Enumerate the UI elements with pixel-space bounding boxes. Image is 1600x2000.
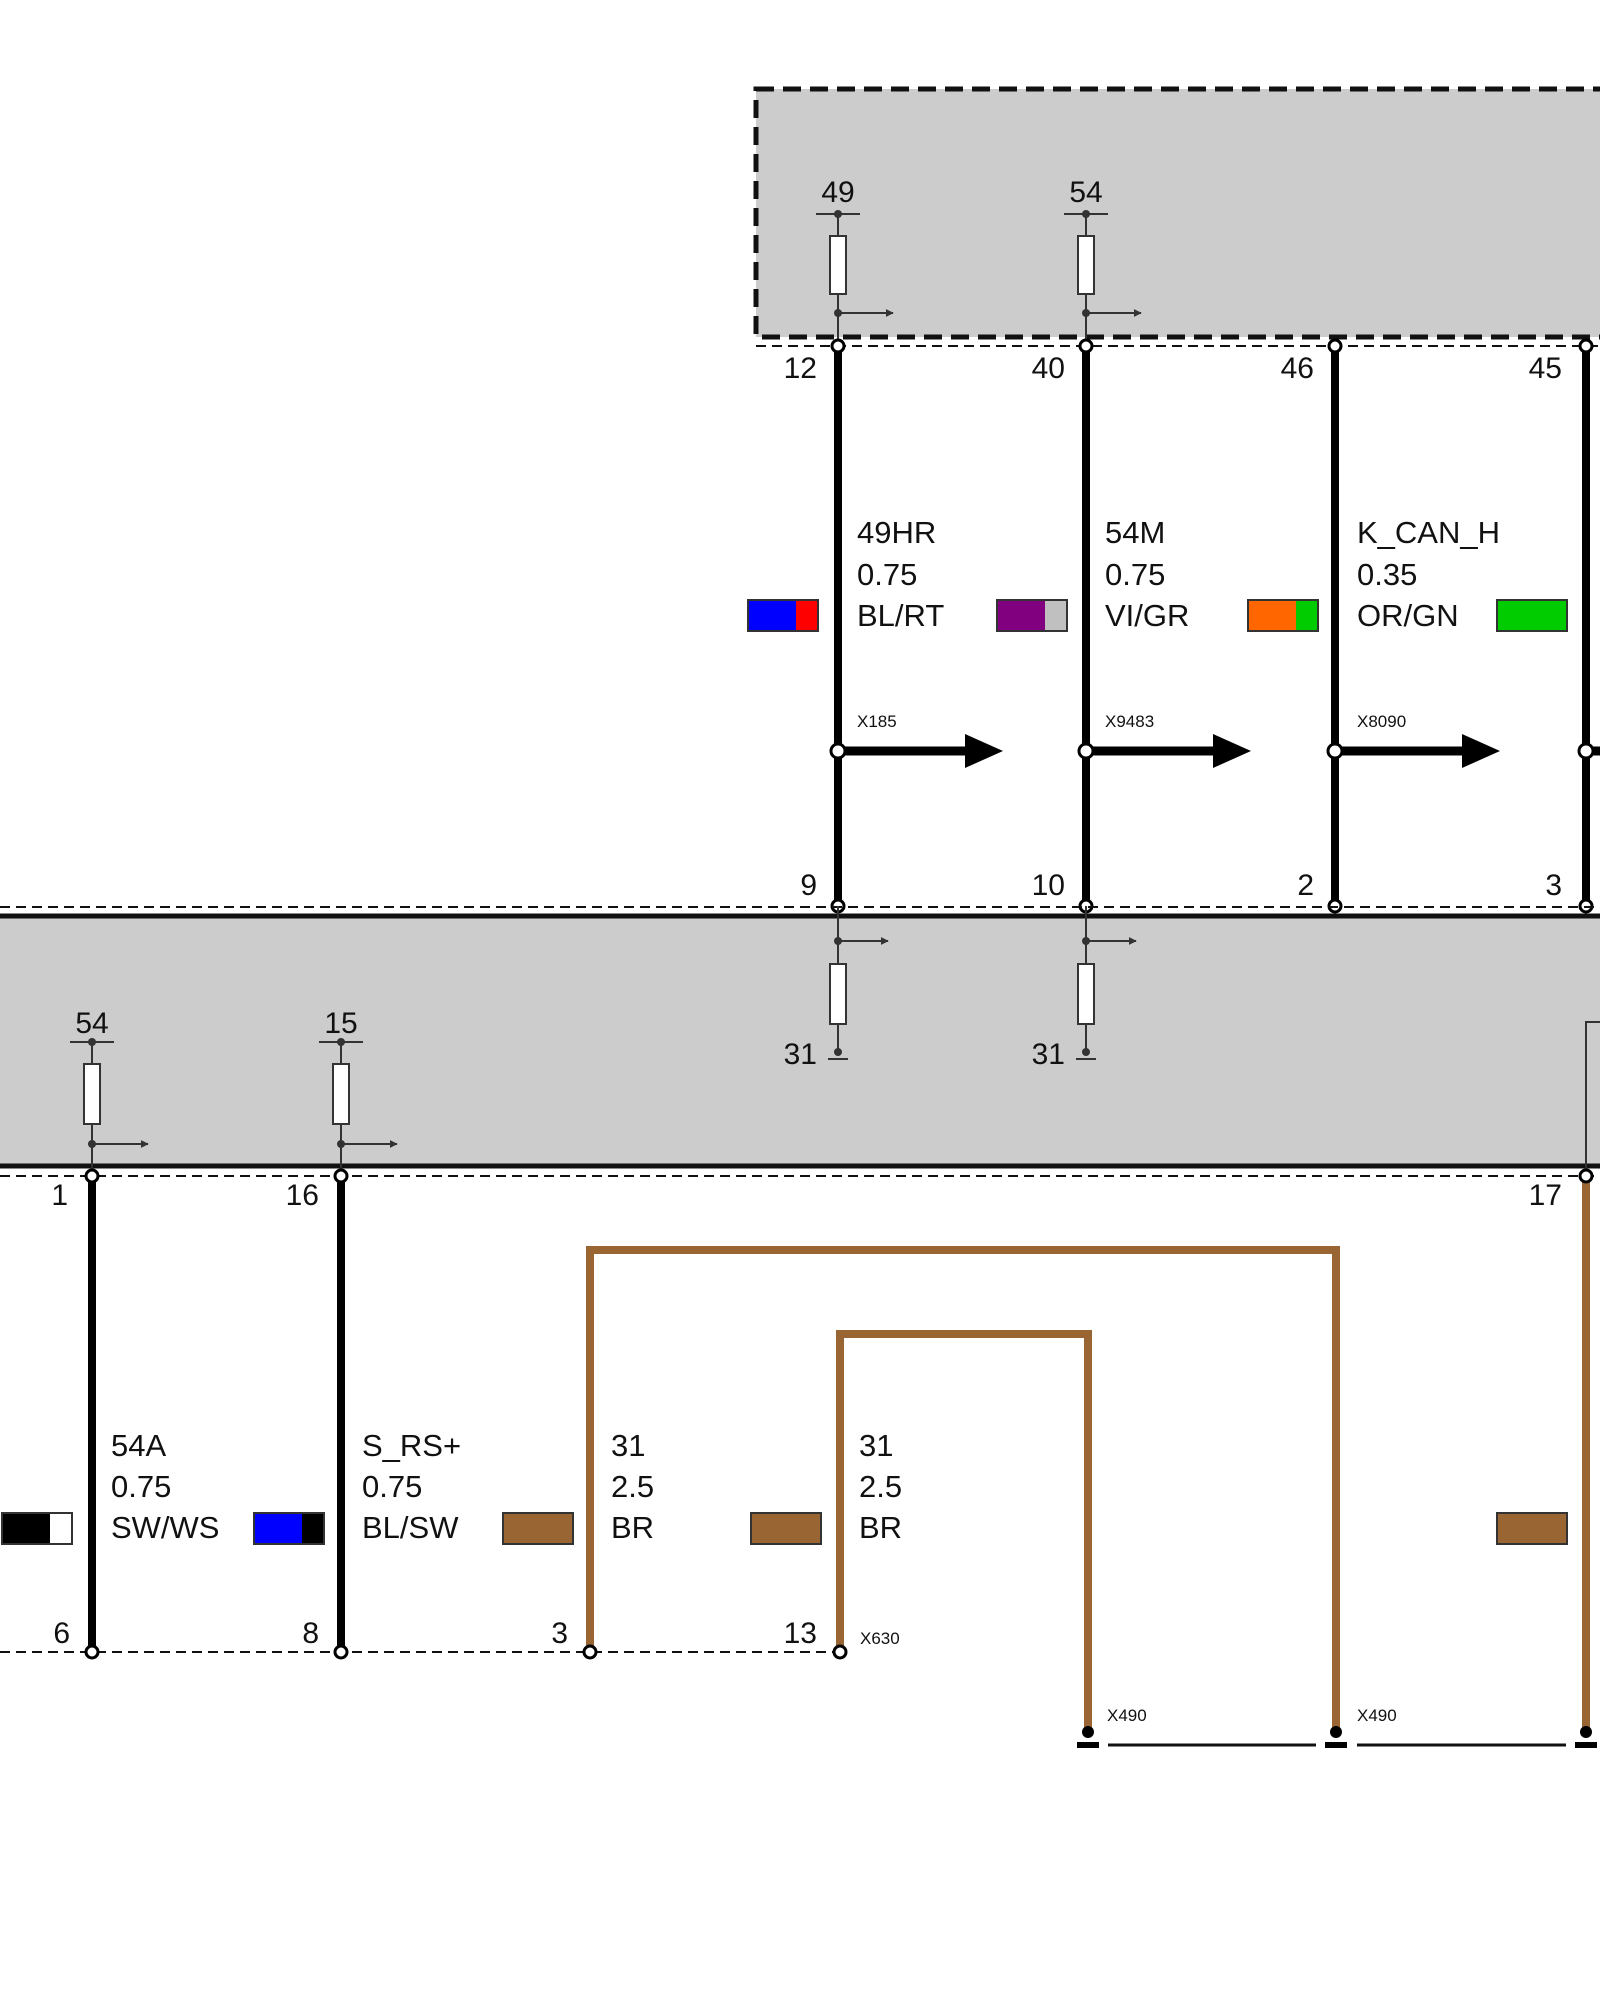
wire-name: 49HR [857, 515, 936, 550]
bottom-pin-label: 8 [302, 1617, 319, 1650]
wire-color-swatch [996, 599, 1068, 632]
wire-name: K_CAN_H [1357, 515, 1500, 550]
wire-color-code: VI/GR [1105, 598, 1189, 633]
lower-module-box [0, 913, 1600, 1169]
wire-name: 54A [111, 1428, 166, 1463]
ground-point-right-edge [1575, 1726, 1597, 1748]
wire-color-code: SW/WS [111, 1510, 220, 1545]
wire-color-code: BL/RT [857, 598, 944, 633]
lower-pin-label: 17 [1529, 1179, 1562, 1212]
connector-label: X9483 [1105, 712, 1154, 731]
lower-module: 31 31 54 15 [0, 906, 1600, 1212]
lower-wires: 54A 0.75 SW/WS 6 S_RS+ 0.75 BL/SW 8 [0, 1168, 1594, 1732]
bottom-pin-label: 13 [784, 1617, 817, 1650]
wire-color-swatch [502, 1512, 574, 1545]
upper-module-box [753, 86, 1600, 340]
connector-label: X490 [1107, 1706, 1147, 1725]
ground-point-x490: X490 [1077, 1706, 1147, 1748]
bottom-pin-label: 6 [53, 1617, 70, 1650]
wire-color-swatch [1, 1512, 73, 1545]
ground-points: X490 X490 [1077, 1706, 1597, 1748]
upper-pin-label: 45 [1529, 352, 1562, 385]
wire-31-inner[interactable]: 31 2.5 BR 13 X630 [750, 1330, 1092, 1732]
resistor-icon [83, 1063, 101, 1125]
wire-k-can-h[interactable]: K_CAN_H 0.35 OR/GN X8090 2 [1247, 338, 1500, 914]
connector-label: X8090 [1357, 712, 1406, 731]
wire-54m[interactable]: 54M 0.75 VI/GR X9483 10 [996, 338, 1251, 914]
resistor-icon [829, 963, 847, 1025]
bottom-pin-label: 10 [1032, 869, 1065, 902]
ground-point-x490: X490 [1325, 1706, 1397, 1748]
wire-color-code: BR [611, 1510, 654, 1545]
wire-name: 31 [611, 1428, 645, 1463]
resistor-icon [1077, 963, 1095, 1025]
wire-49hr[interactable]: 49HR 0.75 BL/RT X185 9 [747, 338, 1003, 914]
upper-pin-label: 40 [1032, 352, 1065, 385]
supply-terminal-label: 54 [75, 1007, 108, 1040]
wire-color-swatch [1496, 599, 1568, 632]
wire-color-swatch [750, 1512, 822, 1545]
wire-54a[interactable]: 54A 0.75 SW/WS 6 [1, 1168, 220, 1660]
upper-supply-49: 49 [816, 176, 894, 346]
resistor-icon [829, 235, 847, 295]
wire-color-swatch [1247, 599, 1319, 632]
upper-supply-54: 54 [1064, 176, 1142, 346]
supply-terminal-label: 15 [324, 1007, 357, 1040]
upper-wires: 49HR 0.75 BL/RT X185 9 54M 0.75 VI/GR [747, 338, 1600, 914]
wire-color-swatch [747, 599, 819, 632]
wire-gauge: 0.75 [362, 1469, 422, 1504]
upper-module: 49 54 12 40 46 45 [753, 86, 1600, 385]
connector-label: X630 [860, 1629, 900, 1648]
lower-ground-31: 31 [784, 906, 889, 1071]
wire-color-swatch [1496, 1512, 1568, 1545]
wire-name: 54M [1105, 515, 1165, 550]
wire-s-rs-plus[interactable]: S_RS+ 0.75 BL/SW 8 [253, 1168, 461, 1660]
connector-label: X490 [1357, 1706, 1397, 1725]
wire-name: 31 [859, 1428, 893, 1463]
ground-terminal-label: 31 [1032, 1038, 1065, 1071]
upper-pin-label: 46 [1281, 352, 1314, 385]
resistor-icon [1077, 235, 1095, 295]
wire-color-code: OR/GN [1357, 598, 1459, 633]
lower-pin-label: 16 [286, 1179, 319, 1212]
bottom-pin-label: 3 [1545, 869, 1562, 902]
wire-gauge: 0.75 [1105, 557, 1165, 592]
wire-name: S_RS+ [362, 1428, 461, 1463]
wire-gauge: 2.5 [611, 1469, 654, 1504]
wire-gauge: 0.75 [857, 557, 917, 592]
wire-pin-45[interactable]: 3 [1496, 338, 1600, 914]
wire-pin-17[interactable] [1496, 1168, 1594, 1732]
supply-terminal-label: 49 [821, 176, 854, 209]
wire-gauge: 0.35 [1357, 557, 1417, 592]
bottom-pin-label: 2 [1297, 869, 1314, 902]
upper-pin-label: 12 [784, 352, 817, 385]
wire-gauge: 0.75 [111, 1469, 171, 1504]
ground-terminal-label: 31 [784, 1038, 817, 1071]
lower-supply-15: 15 [319, 1007, 398, 1176]
wire-color-swatch [253, 1512, 325, 1545]
wire-color-code: BR [859, 1510, 902, 1545]
lower-pin-label: 1 [51, 1179, 68, 1212]
bottom-pin-label: 3 [551, 1617, 568, 1650]
supply-terminal-label: 54 [1069, 176, 1102, 209]
wire-31-outer[interactable]: 31 2.5 BR 3 [502, 1246, 1340, 1732]
bottom-pin-label: 9 [800, 869, 817, 902]
lower-ground-31: 31 [1032, 906, 1137, 1071]
lower-supply-54: 54 [70, 1007, 149, 1176]
wire-color-code: BL/SW [362, 1510, 459, 1545]
resistor-icon [332, 1063, 350, 1125]
wire-gauge: 2.5 [859, 1469, 902, 1504]
connector-label: X185 [857, 712, 897, 731]
